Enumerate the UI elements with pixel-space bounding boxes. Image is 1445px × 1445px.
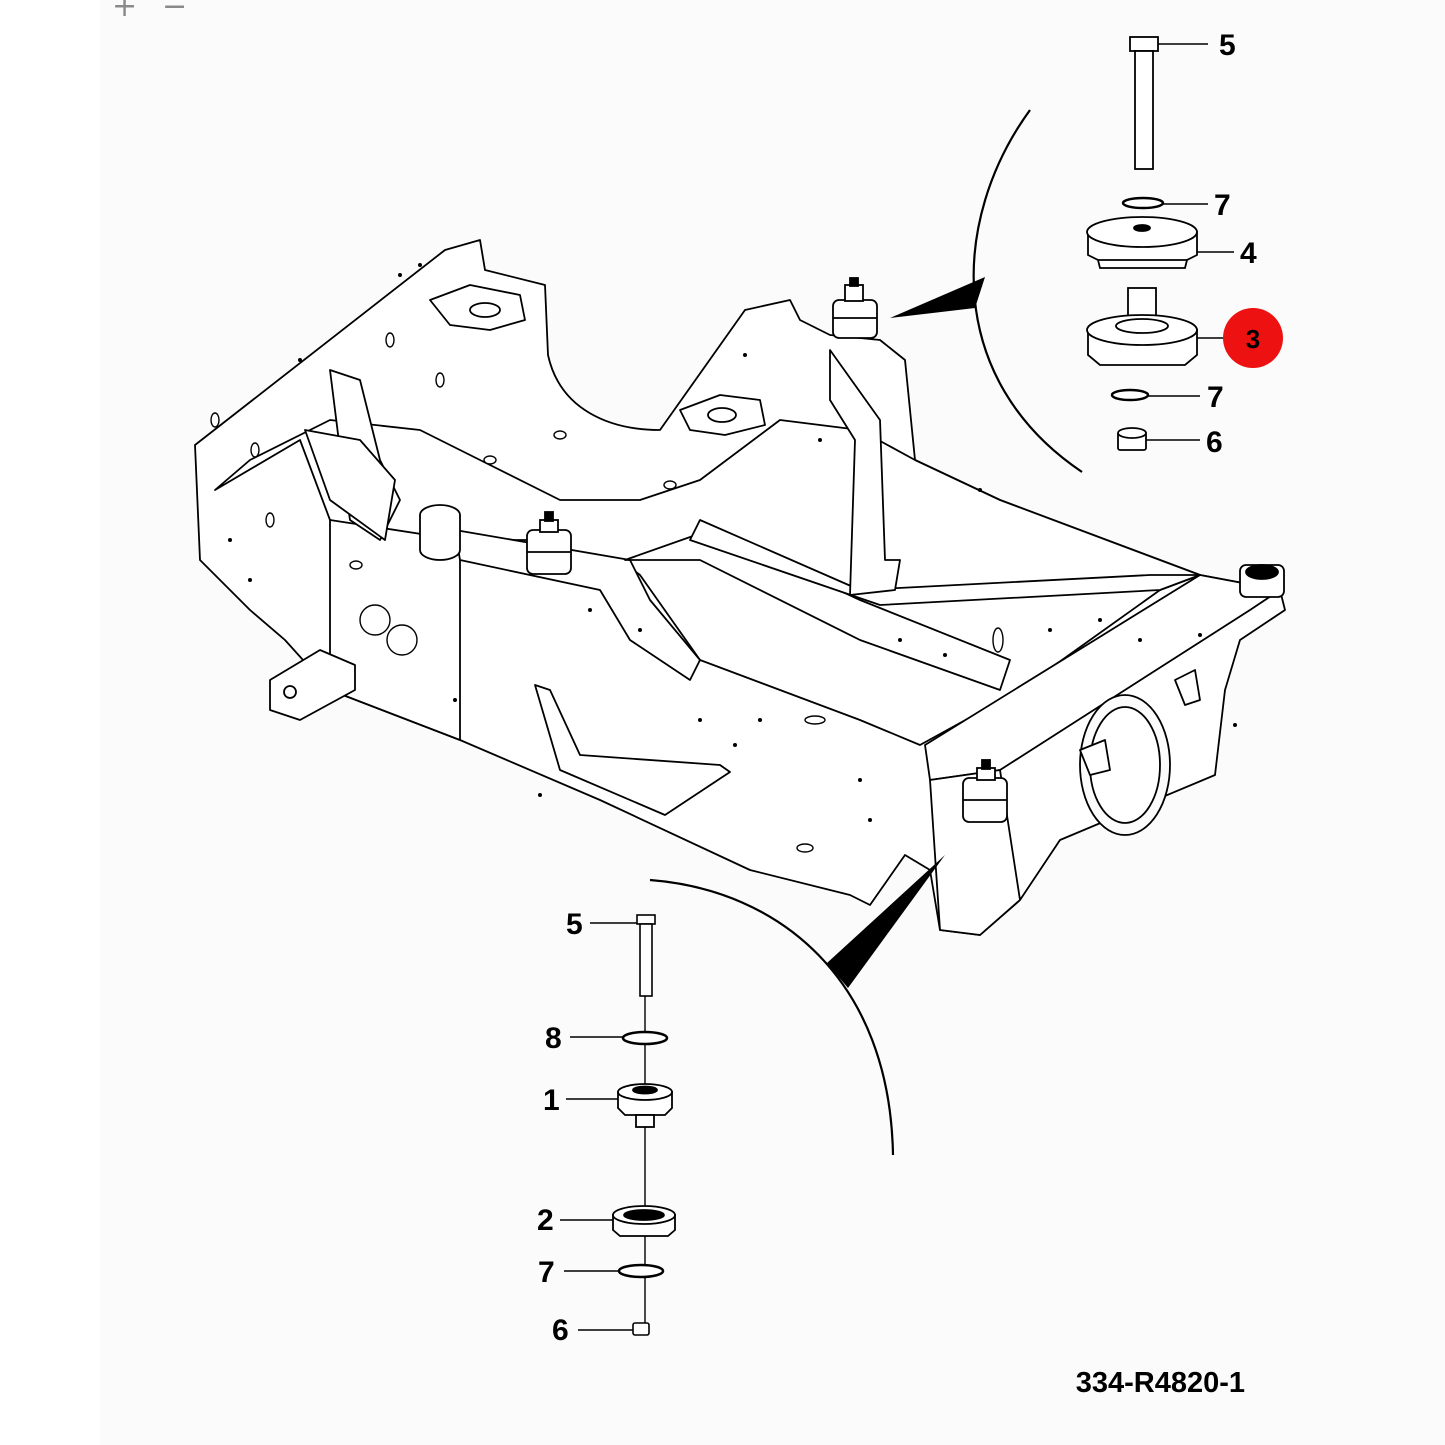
zoom-out-button[interactable]: − bbox=[162, 0, 188, 24]
callout-upper-3[interactable]: 3 bbox=[1246, 324, 1260, 354]
callout-lower-7[interactable]: 7 bbox=[538, 1256, 555, 1289]
upper-nut-6-drawing bbox=[1117, 427, 1147, 451]
lower-nut-6-drawing bbox=[632, 1322, 650, 1336]
callout-lower-8[interactable]: 8 bbox=[545, 1022, 562, 1055]
upper-mount-4-drawing bbox=[1086, 216, 1198, 269]
lower-mount-1-drawing bbox=[617, 1083, 673, 1128]
callout-lower-5[interactable]: 5 bbox=[566, 908, 583, 941]
lower-mount-2-drawing bbox=[612, 1205, 676, 1237]
detail-upper-arc bbox=[972, 109, 1083, 473]
detail-lower-arc bbox=[649, 878, 895, 1156]
detail-upper: 5 7 4 3 7 6 bbox=[890, 29, 1283, 473]
detail-upper-pointer bbox=[890, 277, 985, 318]
drawing-number: 334-R4820-1 bbox=[1076, 1367, 1245, 1399]
callout-upper-3-highlight[interactable]: 3 bbox=[1223, 308, 1283, 368]
highlight-marker bbox=[1223, 308, 1283, 368]
frame-mount-rear-left bbox=[526, 511, 572, 575]
detail-lower-pointer bbox=[827, 855, 945, 988]
callout-lower-2[interactable]: 2 bbox=[537, 1204, 554, 1237]
upper-mount-3-drawing bbox=[1086, 314, 1198, 366]
frame-mount-front-right bbox=[1239, 564, 1285, 598]
callout-upper-5[interactable]: 5 bbox=[1219, 29, 1236, 62]
detail-lower: 5 8 1 2 7 6 bbox=[537, 855, 945, 1347]
callout-lower-6[interactable]: 6 bbox=[552, 1314, 569, 1347]
callout-upper-6[interactable]: 6 bbox=[1206, 426, 1223, 459]
callout-upper-4[interactable]: 4 bbox=[1240, 237, 1257, 270]
callout-lower-1[interactable]: 1 bbox=[543, 1084, 560, 1117]
upper-bolt-5-drawing bbox=[1129, 36, 1159, 170]
callout-upper-7b[interactable]: 7 bbox=[1207, 381, 1224, 414]
lower-bolt-5-drawing bbox=[636, 914, 656, 997]
zoom-in-button[interactable]: + bbox=[112, 0, 138, 24]
frame-mount-front-left bbox=[962, 759, 1008, 823]
frame-mount-rear-right bbox=[832, 277, 878, 339]
callout-upper-7a[interactable]: 7 bbox=[1214, 189, 1231, 222]
